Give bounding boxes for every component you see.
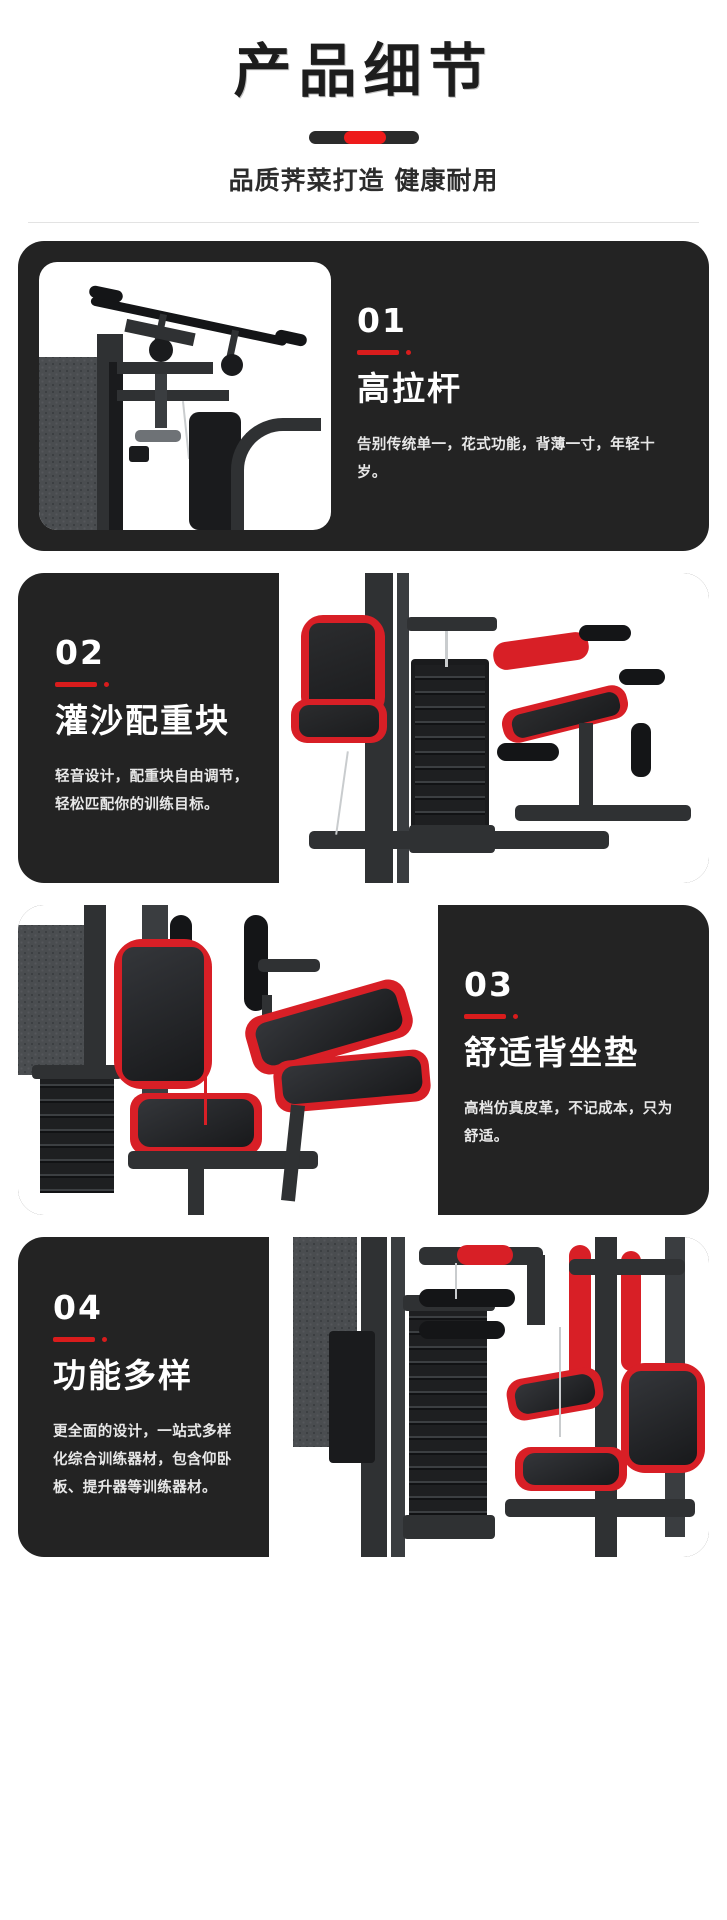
card-01-accent-divider: [357, 350, 683, 356]
detail-card-02[interactable]: 02 灌沙配重块 轻音设计，配重块自由调节，轻松匹配你的训练目标。: [18, 572, 709, 883]
card-01-text: 01 高拉杆 告别传统单一，花式功能，背薄一寸，年轻十岁。: [331, 241, 709, 551]
detail-card-list: 01 高拉杆 告别传统单一，花式功能，背薄一寸，年轻十岁。: [0, 223, 727, 1557]
card-04-title: 功能多样: [53, 1355, 193, 1395]
accent-dot: [102, 1336, 107, 1342]
card-02-description: 轻音设计，配重块自由调节，轻松匹配你的训练目标。: [55, 768, 249, 813]
card-04-accent-divider: [53, 1336, 243, 1342]
card-02-number: 02: [55, 633, 105, 673]
detail-card-03[interactable]: 03 舒适背坐垫 高档仿真皮革，不记成本，只为舒适。: [18, 904, 709, 1215]
card-02-image: [279, 572, 709, 883]
card-02-title: 灌沙配重块: [55, 701, 230, 741]
page-subtitle: 品质荠菜打造 健康耐用: [228, 165, 499, 195]
card-04-description: 更全面的设计，一站式多样化综合训练器材，包含仰卧板、提升器等训练器材。: [53, 1423, 232, 1497]
divider-accent-segment: [343, 130, 386, 144]
detail-card-04[interactable]: 04 功能多样 更全面的设计，一站式多样化综合训练器材，包含仰卧板、提升器等训练…: [18, 1236, 709, 1557]
accent-dash: [464, 1014, 506, 1020]
page-title: 产品细节: [233, 37, 494, 105]
accent-dot: [406, 350, 411, 356]
card-03-text: 03 舒适背坐垫 高档仿真皮革，不记成本，只为舒适。: [438, 905, 709, 1215]
card-01-image: [39, 261, 331, 530]
detail-card-01[interactable]: 01 高拉杆 告别传统单一，花式功能，背薄一寸，年轻十岁。: [18, 240, 709, 551]
card-02-accent-divider: [55, 682, 253, 688]
card-02-text: 02 灌沙配重块 轻音设计，配重块自由调节，轻松匹配你的训练目标。: [21, 573, 279, 883]
card-03-description: 高档仿真皮革，不记成本，只为舒适。: [464, 1100, 673, 1145]
accent-dot: [513, 1014, 518, 1020]
accent-dash: [357, 350, 399, 356]
card-01-number: 01: [357, 301, 407, 341]
accent-dash: [53, 1336, 95, 1342]
card-03-title: 舒适背坐垫: [464, 1033, 639, 1073]
card-01-description: 告别传统单一，花式功能，背薄一寸，年轻十岁。: [357, 436, 655, 481]
title-divider: [308, 130, 419, 144]
card-03-image: [18, 904, 438, 1215]
card-03-number: 03: [464, 965, 514, 1005]
card-03-accent-divider: [464, 1014, 683, 1020]
page-header: 产品细节 品质荠菜打造 健康耐用: [0, 0, 727, 197]
header-horizontal-rule: [28, 221, 699, 223]
card-04-image: [269, 1236, 709, 1557]
card-04-text: 04 功能多样 更全面的设计，一站式多样化综合训练器材，包含仰卧板、提升器等训练…: [19, 1237, 269, 1557]
card-01-title: 高拉杆: [357, 369, 462, 409]
accent-dash: [55, 682, 97, 688]
accent-dot: [104, 682, 109, 688]
card-04-number: 04: [53, 1287, 103, 1327]
